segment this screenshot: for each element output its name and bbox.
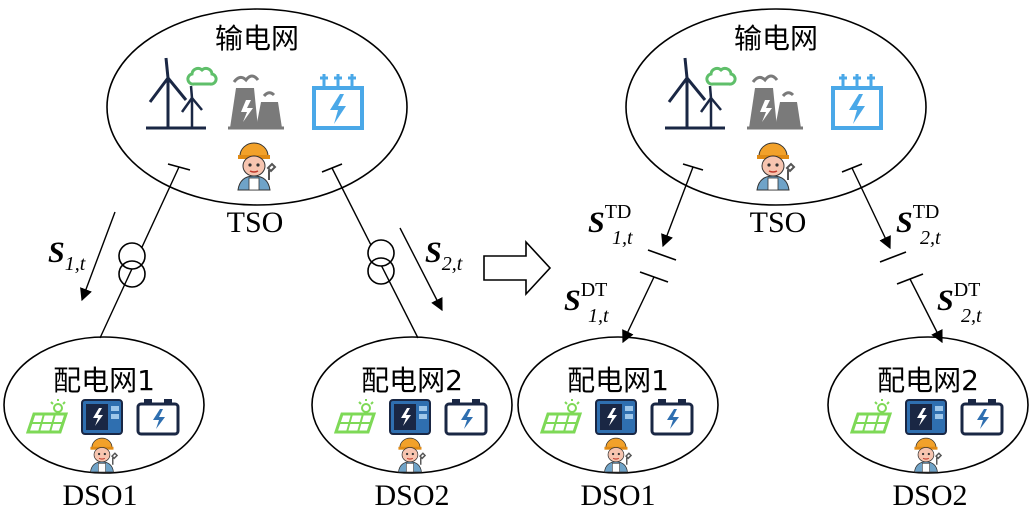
right-distribution-grid-1: 配电网1 DSO1 <box>517 336 719 512</box>
solar-panel-icon <box>850 397 892 434</box>
right-dist-1-title: 配电网1 <box>567 364 669 397</box>
solar-panel-icon <box>334 397 376 434</box>
td-flow-arrow <box>661 166 694 248</box>
left-distribution-grid-2: 配电网2 DSO2 <box>311 336 513 512</box>
battery-icon <box>136 397 180 436</box>
wind-turbine-icon <box>663 56 737 130</box>
battery-icon <box>650 397 694 436</box>
left-dist-1-title: 配电网1 <box>53 364 155 397</box>
battery-icon <box>960 397 1004 436</box>
energy-storage-icon <box>81 399 123 435</box>
left-panel: 输电网 TSO S1,t S2,t <box>3 8 513 512</box>
substation-icon <box>312 72 364 130</box>
substation-icon <box>831 72 883 130</box>
left-flow-1-label: S1,t <box>48 236 86 275</box>
right-transmission-grid: 输电网 TSO <box>625 8 927 239</box>
left-transmission-title: 输电网 <box>215 22 299 55</box>
left-tie-line-1: S1,t <box>48 163 191 339</box>
left-dist-2-title: 配电网2 <box>361 364 463 397</box>
energy-storage-icon <box>389 399 431 435</box>
transformer-icon <box>118 242 146 288</box>
td-flow-arrow <box>851 167 891 250</box>
operator-icon <box>913 437 942 473</box>
energy-storage-icon <box>905 399 947 435</box>
right-dso2-label: DSO2 <box>892 479 967 512</box>
left-dso1-label: DSO1 <box>62 479 137 512</box>
solar-panel-icon <box>26 397 68 434</box>
left-transmission-grid: 输电网 TSO <box>106 8 408 239</box>
boundary-terminal <box>879 251 907 263</box>
boundary-terminal <box>647 249 677 261</box>
right-distribution-grid-2: 配电网2 DSO2 <box>827 336 1029 512</box>
operator-icon <box>237 142 276 191</box>
dt-flow-arrow <box>622 276 655 344</box>
left-tie-line-2: S2,t <box>321 163 463 339</box>
right-transmission-title: 输电网 <box>734 22 818 55</box>
dt-flow-arrow <box>909 278 943 344</box>
thermal-plant-icon <box>226 74 286 130</box>
thermal-plant-icon <box>745 74 805 130</box>
energy-storage-icon <box>595 399 637 435</box>
left-flow-2-label: S2,t <box>425 236 463 275</box>
solar-panel-icon <box>540 397 582 434</box>
left-distribution-grid-1: 配电网1 DSO1 <box>3 336 205 512</box>
power-flow-arrow <box>80 211 116 302</box>
operator-icon <box>603 437 632 473</box>
right-tso-label: TSO <box>750 206 807 239</box>
operator-icon <box>397 437 426 473</box>
battery-icon <box>444 397 488 436</box>
wind-turbine-icon <box>144 56 218 130</box>
right-dist-2-title: 配电网2 <box>877 364 979 397</box>
operator-icon <box>756 142 795 191</box>
right-dso1-label: DSO1 <box>580 479 655 512</box>
operator-icon <box>89 437 118 473</box>
transformer-icon <box>367 239 395 285</box>
left-tso-label: TSO <box>227 206 284 239</box>
transition-arrow <box>483 239 552 297</box>
left-dso2-label: DSO2 <box>374 479 449 512</box>
power-flow-arrow <box>399 227 443 312</box>
